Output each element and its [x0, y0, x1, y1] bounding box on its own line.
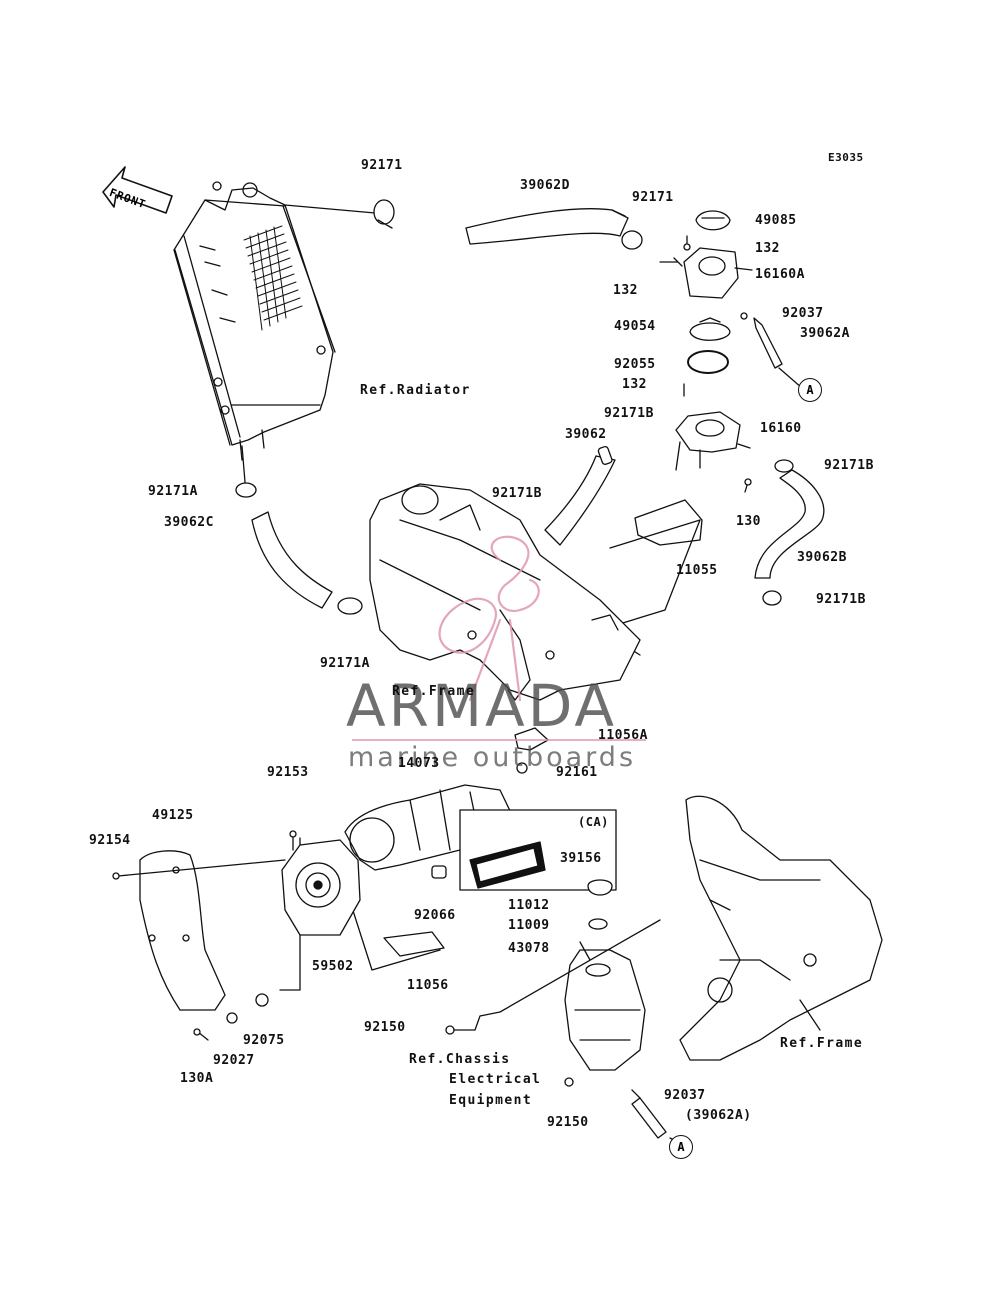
- label-ref-chassis: Ref.Chassis: [409, 1052, 511, 1067]
- frame-bottom: [679, 795, 883, 1061]
- label-92171A-bottom: 92171A: [320, 656, 370, 671]
- front-arrow-icon: [102, 166, 173, 214]
- label-132-a: 132: [755, 241, 780, 256]
- label-92037-bottom: 92037: [664, 1088, 706, 1103]
- callout-a-top: A: [798, 378, 822, 402]
- cover-49125: [139, 850, 226, 1011]
- radiator-cap-49085: [695, 210, 731, 231]
- label-92027: 92027: [213, 1053, 255, 1068]
- bracket-11055: [634, 499, 703, 546]
- label-92066: 92066: [414, 908, 456, 923]
- label-92161: 92161: [556, 765, 598, 780]
- flamingo-logo: [438, 535, 540, 702]
- label-11012: 11012: [508, 898, 550, 913]
- hose-39062B: [754, 469, 825, 579]
- hose-39062D: [284, 204, 629, 245]
- frame-section: [369, 483, 641, 701]
- reservoir-43078: [564, 949, 646, 1071]
- label-ref-equipment: Equipment: [449, 1093, 533, 1108]
- label-39062A: 39062A: [800, 326, 850, 341]
- label-92171A-left: 92171A: [148, 484, 198, 499]
- label-39062C: 39062C: [164, 515, 214, 530]
- washer-92027: [226, 1012, 238, 1024]
- label-130: 130: [736, 514, 761, 529]
- clamp-92171-b: [621, 230, 643, 250]
- label-49085: 49085: [755, 213, 797, 228]
- label-39062D: 39062D: [520, 178, 570, 193]
- watermark-divider: [352, 739, 646, 741]
- label-11009: 11009: [508, 918, 550, 933]
- hose-39062A: [753, 317, 783, 369]
- label-92153: 92153: [267, 765, 309, 780]
- label-39062A-paren: (39062A): [685, 1108, 752, 1123]
- nut-92161: [516, 762, 528, 774]
- water-pump-59502: [281, 839, 361, 936]
- label-132-c: 132: [622, 377, 647, 392]
- watermark-subtitle: marine outboards: [348, 742, 637, 773]
- label-92171-b: 92171: [632, 190, 674, 205]
- diagram-code: E3035: [828, 151, 864, 164]
- label-16160A: 16160A: [755, 267, 805, 282]
- label-11056A: 11056A: [598, 728, 648, 743]
- gasket-11009: [588, 918, 608, 930]
- thermostat-housing-16160: [675, 411, 751, 471]
- label-ref-electrical: Electrical: [449, 1072, 542, 1087]
- label-92171: 92171: [361, 158, 403, 173]
- o-ring-92055: [687, 350, 729, 374]
- watermark-title: ARMADA: [346, 672, 618, 740]
- label-92150-b: 92150: [547, 1115, 589, 1130]
- label-ref-radiator: Ref.Radiator: [360, 383, 471, 398]
- label-43078: 43078: [508, 941, 550, 956]
- thermostat-49054: [689, 317, 731, 341]
- label-130A: 130A: [180, 1071, 214, 1086]
- label-39156: 39156: [560, 851, 602, 866]
- label-59502: 59502: [312, 959, 354, 974]
- label-92150-a: 92150: [364, 1020, 406, 1035]
- label-92055: 92055: [614, 357, 656, 372]
- thermostat-cover-16160A: [683, 247, 753, 299]
- seal-92075: [255, 993, 269, 1007]
- radiator: [173, 181, 336, 461]
- hose-39062C: [251, 511, 333, 609]
- bracket-11056: [383, 931, 445, 957]
- label-132-b: 132: [613, 283, 638, 298]
- hose-39062: [544, 455, 616, 546]
- label-39062: 39062: [565, 427, 607, 442]
- label-ref-frame-top: Ref.Frame: [392, 684, 476, 699]
- label-ref-frame-bottom: Ref.Frame: [780, 1036, 864, 1051]
- cap-11012: [587, 879, 613, 896]
- grommet-92066: [431, 865, 447, 879]
- label-92171B-top: 92171B: [604, 406, 654, 421]
- label-92171B-right: 92171B: [824, 458, 874, 473]
- label-16160: 16160: [760, 421, 802, 436]
- label-14073: 14073: [398, 756, 440, 771]
- clamp-92171: [373, 199, 395, 225]
- label-11055: 11055: [676, 563, 718, 578]
- label-49054: 49054: [614, 319, 656, 334]
- label-92037-top: 92037: [782, 306, 824, 321]
- hose-39062A-lower: [631, 1097, 667, 1139]
- label-ca: (CA): [578, 815, 609, 829]
- label-49125: 49125: [152, 808, 194, 823]
- label-92171B-bottom: 92171B: [816, 592, 866, 607]
- label-92075: 92075: [243, 1033, 285, 1048]
- callout-a-bottom: A: [669, 1135, 693, 1159]
- label-92171B-mid: 92171B: [492, 486, 542, 501]
- label-92154: 92154: [89, 833, 131, 848]
- label-11056: 11056: [407, 978, 449, 993]
- label-39062B: 39062B: [797, 550, 847, 565]
